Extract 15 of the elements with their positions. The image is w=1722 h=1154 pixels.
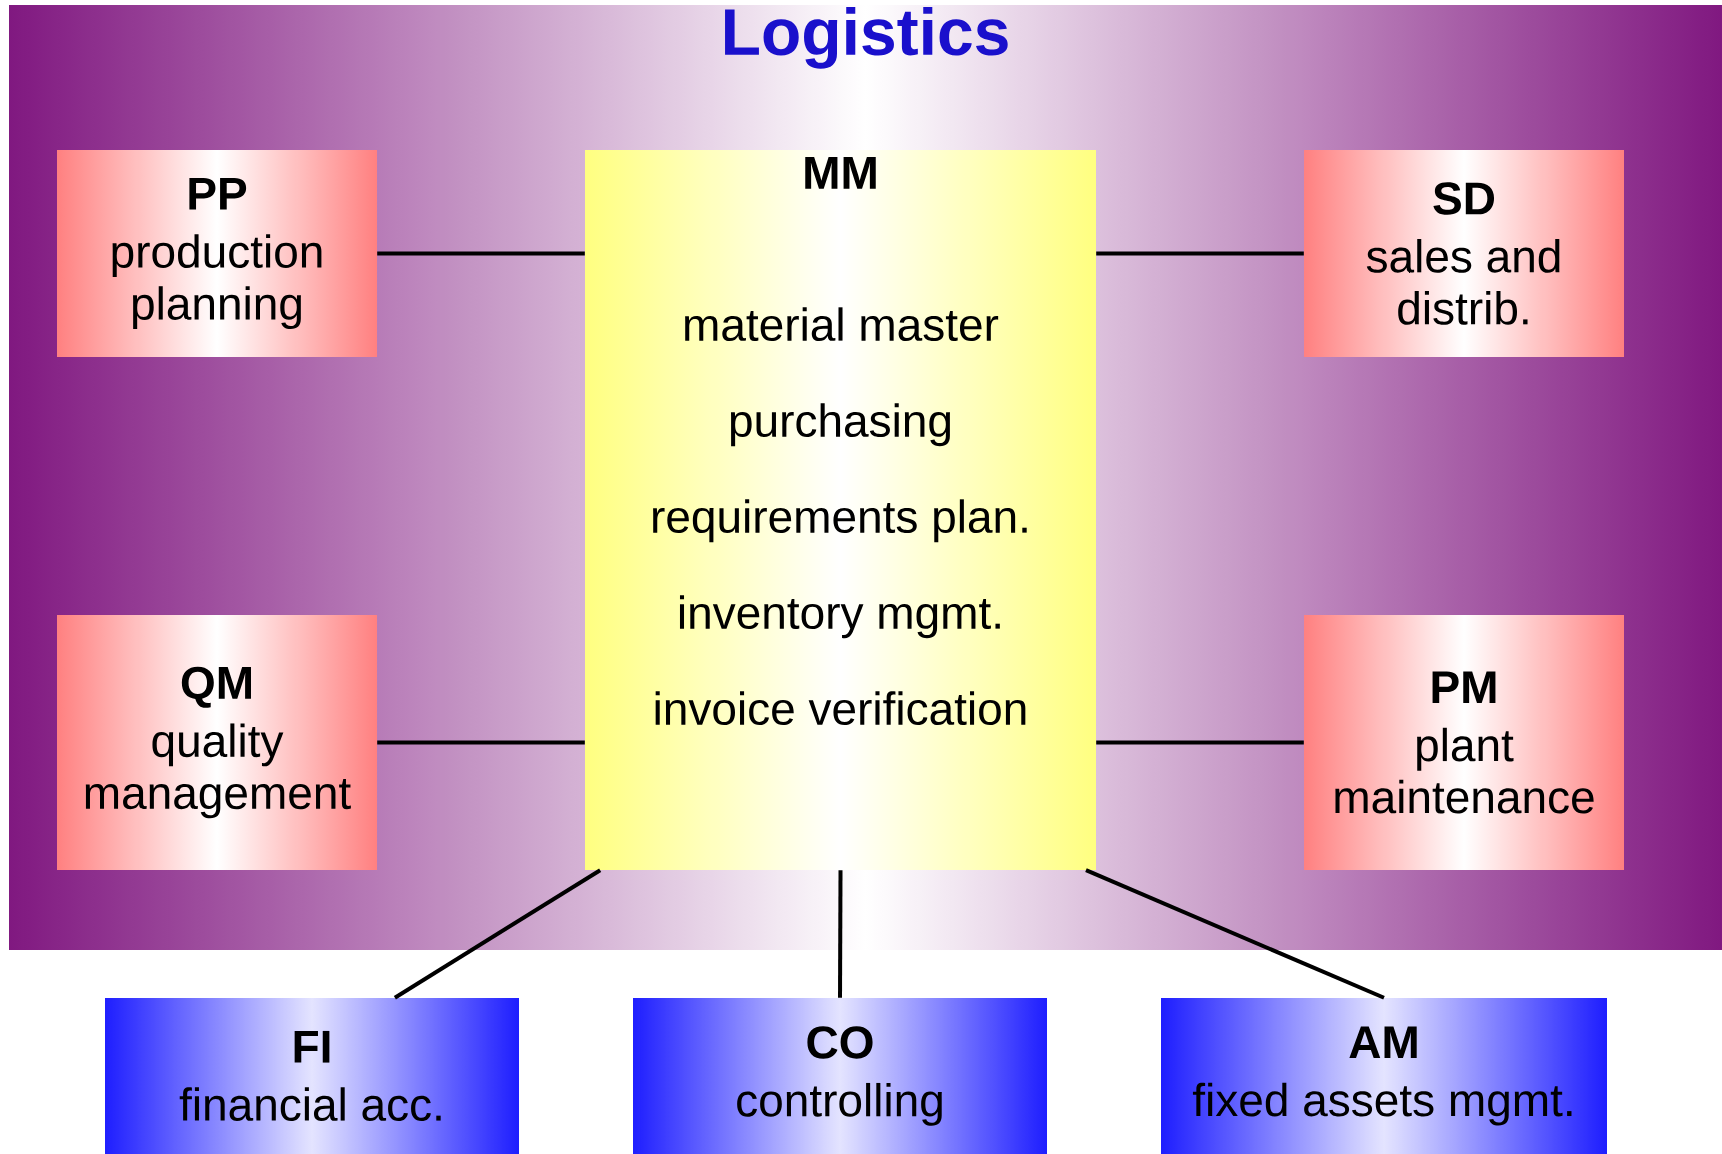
module-box: AM fixed assets mgmt.: [1161, 998, 1607, 1154]
module-box: FI financial acc.: [105, 998, 519, 1154]
connector-line: [838, 870, 843, 998]
connector-line: [1096, 740, 1304, 745]
connector-line: [1085, 868, 1385, 1000]
module-box: CO controlling: [633, 998, 1047, 1154]
connector-line: [393, 868, 602, 1000]
connector-line: [1096, 251, 1304, 256]
module-box: PM plant maintenance: [1304, 615, 1624, 870]
module-box: QM quality management: [57, 615, 377, 870]
connector-line: [377, 740, 585, 745]
module-box: MM material master purchasing requirements plan. inventory mgmt. invoice verification: [585, 150, 1096, 870]
module-box: SD sales and distrib.: [1304, 150, 1624, 357]
module-box: PP production planning: [57, 150, 377, 357]
connector-line: [377, 251, 585, 256]
